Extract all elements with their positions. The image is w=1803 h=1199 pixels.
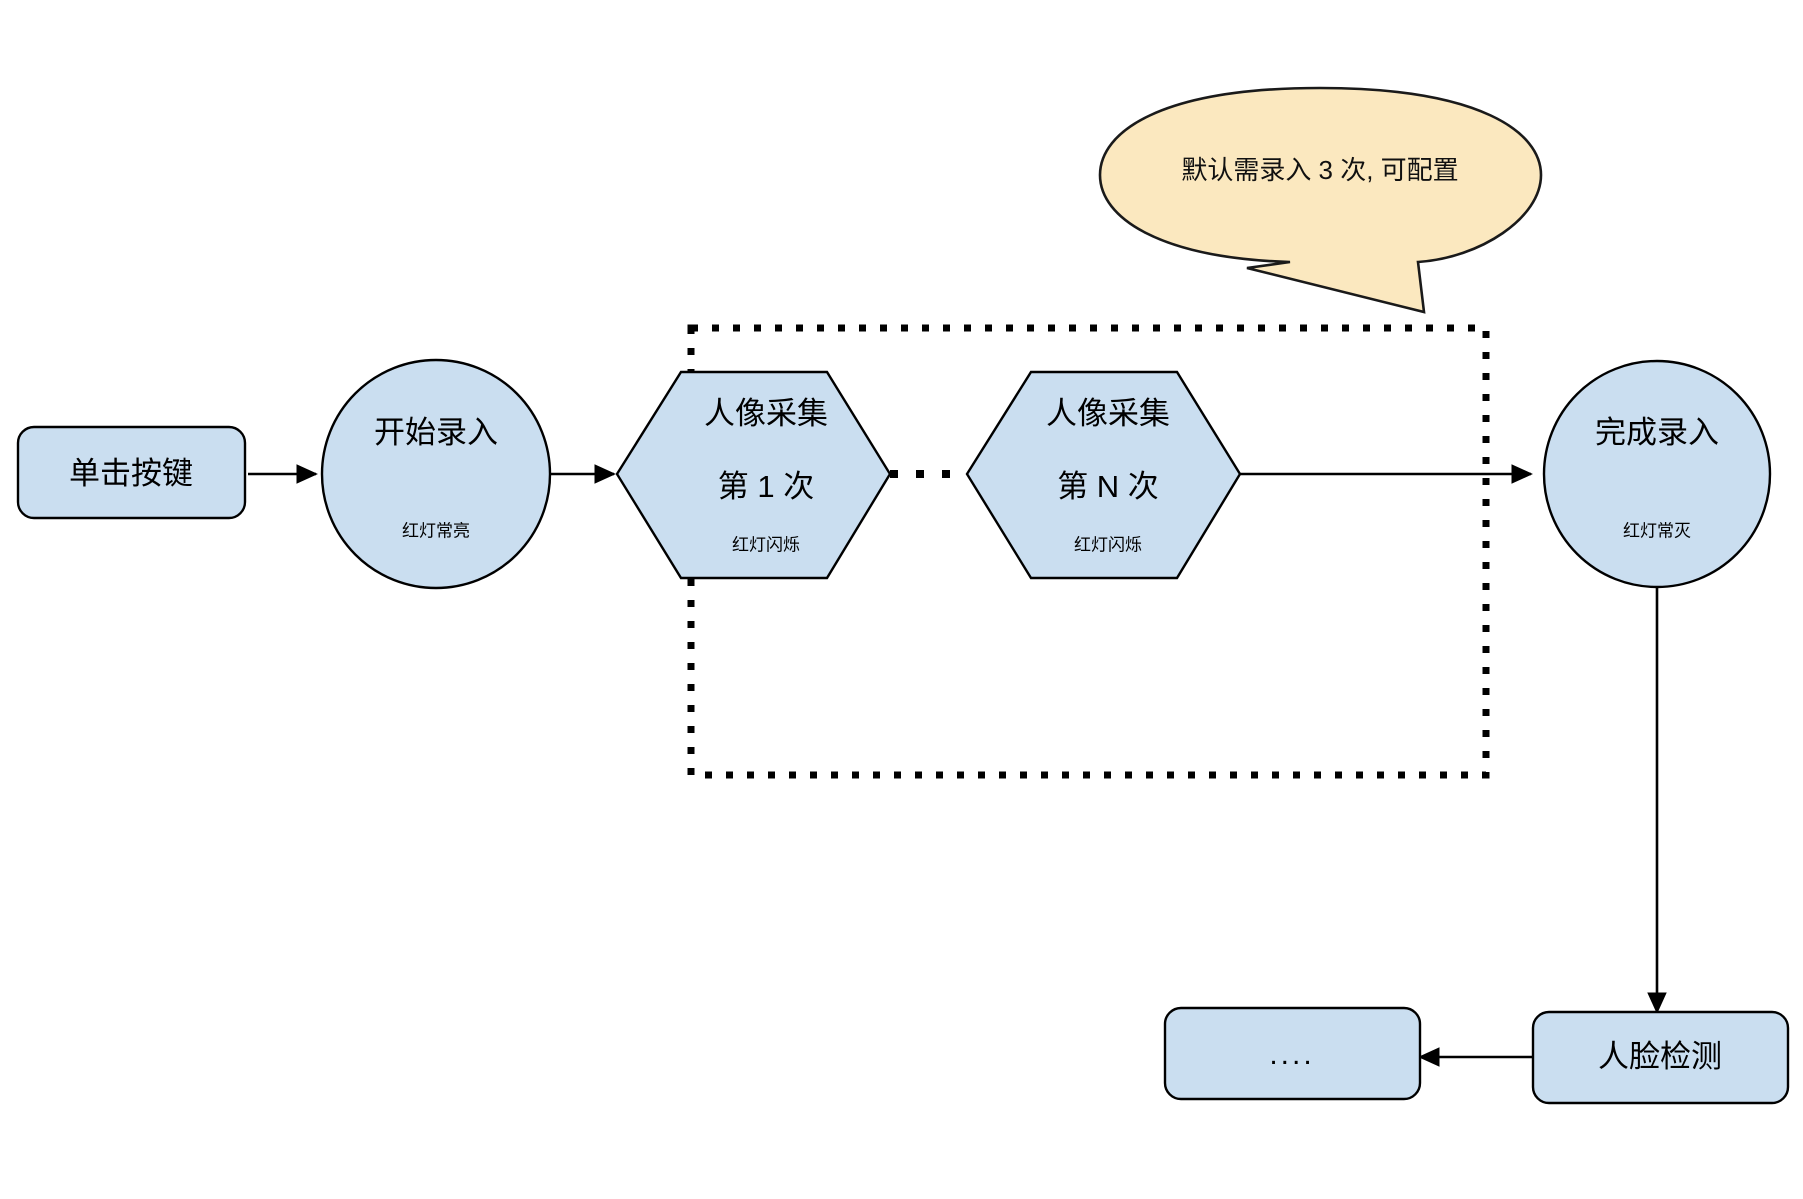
capture-first-shape: [615, 370, 892, 580]
node-capture-nth[interactable]: 人像采集 第 N 次 红灯闪烁: [965, 370, 1242, 580]
start-enroll-label: 开始录入: [374, 415, 498, 450]
start-enroll-sublabel: 红灯常亮: [402, 521, 470, 540]
finish-enroll-shape: [1542, 359, 1772, 589]
click-key-shape: [16, 425, 247, 520]
callout-bubble-shape: [1098, 86, 1543, 314]
node-face-detect[interactable]: 人脸检测: [1531, 1010, 1790, 1105]
capture-first-sublabel: 红灯闪烁: [732, 535, 800, 554]
finish-enroll-label: 完成录入: [1595, 415, 1719, 450]
capture-nth-line2: 第 N 次: [1057, 469, 1159, 504]
capture-nth-sublabel: 红灯闪烁: [1074, 535, 1142, 554]
more-steps-shape: [1163, 1006, 1422, 1101]
node-finish-enroll[interactable]: 完成录入 红灯常灭: [1542, 359, 1772, 589]
face-detect-shape: [1531, 1010, 1790, 1105]
start-enroll-shape: [320, 358, 552, 590]
capture-loop-group-box: [687, 324, 1490, 779]
callout-text: 默认需录入 3 次, 可配置: [1181, 155, 1458, 185]
node-capture-first[interactable]: 人像采集 第 1 次 红灯闪烁: [615, 370, 892, 580]
node-more-steps[interactable]: ....: [1163, 1006, 1422, 1101]
callout-default-times[interactable]: 默认需录入 3 次, 可配置: [1098, 86, 1543, 314]
finish-enroll-sublabel: 红灯常灭: [1623, 521, 1691, 540]
click-key-label: 单击按键: [69, 456, 193, 491]
node-click-key[interactable]: 单击按键: [16, 425, 247, 520]
node-start-enroll[interactable]: 开始录入 红灯常亮: [320, 358, 552, 590]
more-steps-label: ....: [1269, 1038, 1314, 1071]
capture-first-line2: 第 1 次: [718, 469, 814, 504]
face-detect-label: 人脸检测: [1598, 1039, 1722, 1074]
capture-first-line1: 人像采集: [704, 396, 828, 431]
capture-nth-line1: 人像采集: [1046, 396, 1170, 431]
capture-nth-shape: [965, 370, 1242, 580]
